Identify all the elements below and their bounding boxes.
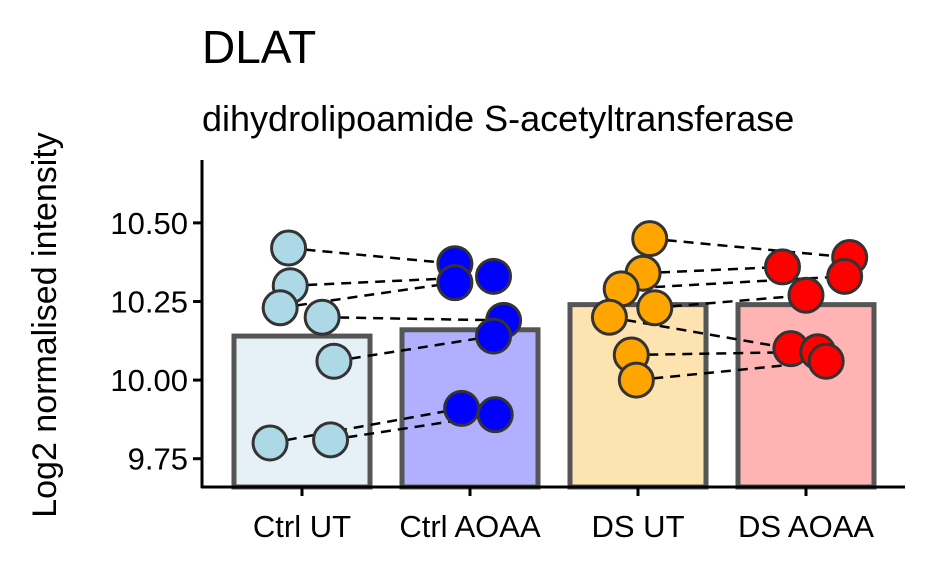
data-point xyxy=(763,248,801,286)
data-point xyxy=(315,342,353,380)
y-tick-label: 10.00 xyxy=(110,363,188,398)
data-point xyxy=(475,257,513,295)
data-point xyxy=(475,317,513,355)
pair-line xyxy=(642,265,783,275)
pair-line xyxy=(279,281,456,310)
data-point xyxy=(251,424,289,462)
data-point xyxy=(303,298,341,336)
data-point xyxy=(787,276,825,314)
data-point xyxy=(476,396,514,434)
x-tick-label: DS AOAA xyxy=(738,509,874,544)
pair-line xyxy=(269,407,462,445)
x-tick-label: Ctrl UT xyxy=(253,509,351,544)
points-layer xyxy=(251,220,869,462)
pair-line xyxy=(333,334,494,363)
bar-ds-aoaa xyxy=(735,302,877,490)
pair-line xyxy=(288,246,455,266)
data-point xyxy=(590,298,628,336)
data-point xyxy=(261,289,299,327)
pair-line xyxy=(654,293,807,310)
x-tick-label: Ctrl AOAA xyxy=(399,509,541,544)
y-tick-label: 10.25 xyxy=(110,284,188,319)
data-point xyxy=(443,389,481,427)
data-point xyxy=(270,229,308,267)
pair-line xyxy=(322,315,504,322)
y-axis-label: Log2 normalised intensity xyxy=(26,132,64,518)
pair-line xyxy=(621,275,845,291)
pair-line xyxy=(649,237,850,259)
data-point xyxy=(826,257,864,295)
pair-line xyxy=(609,315,792,350)
y-tick-label: 9.75 xyxy=(128,442,188,477)
data-point xyxy=(312,421,350,459)
chart-subtitle: dihydrolipoamide S-acetyltransferase xyxy=(202,98,794,139)
chart-title: DLAT xyxy=(202,21,316,73)
data-point xyxy=(636,289,674,327)
x-tick-label: DS UT xyxy=(592,509,685,544)
data-point xyxy=(807,342,845,380)
data-point xyxy=(617,361,655,399)
y-tick-label: 10.50 xyxy=(110,206,188,241)
data-point xyxy=(631,220,669,258)
data-point xyxy=(436,264,474,302)
